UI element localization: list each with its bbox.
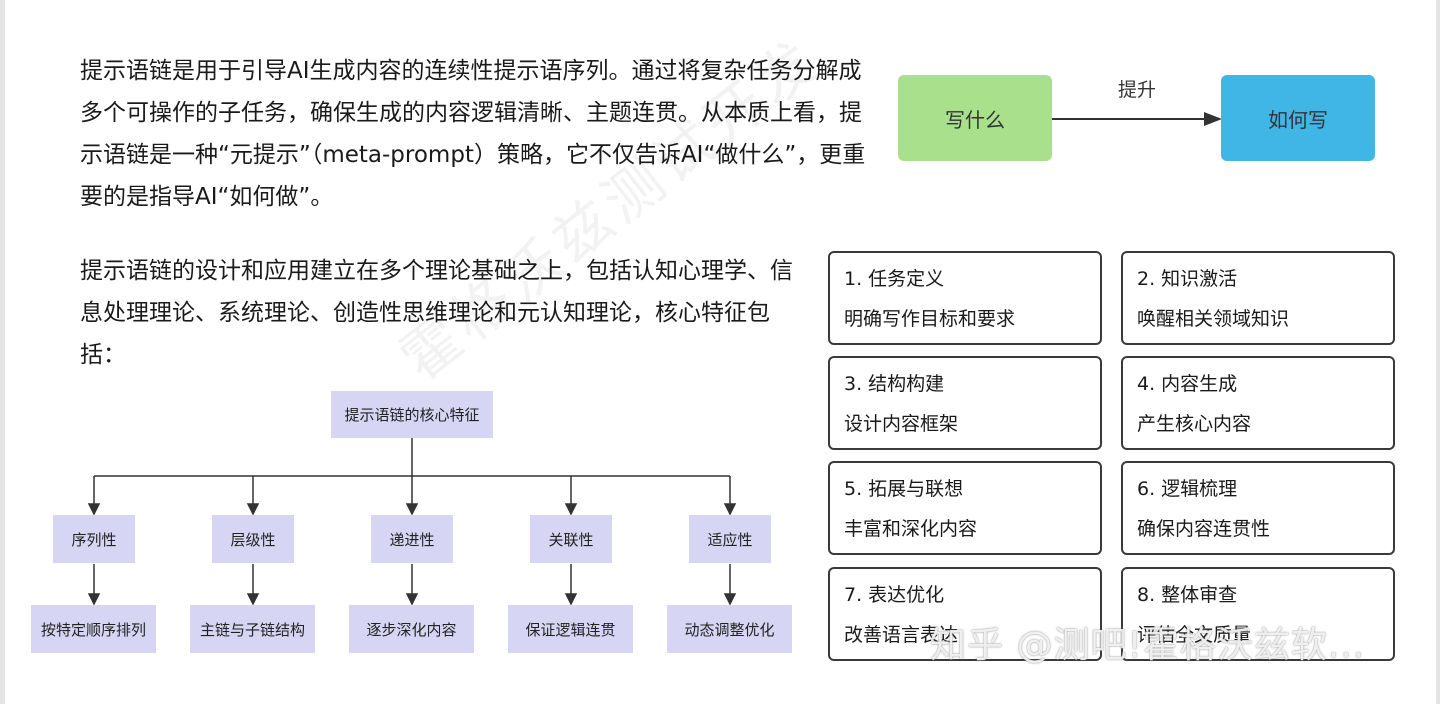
step-title: 6. 逻辑梳理	[1137, 478, 1238, 500]
step-desc: 确保内容连贯性	[1137, 518, 1271, 540]
step-title: 7. 表达优化	[844, 584, 945, 606]
step-card: 1. 任务定义 明确写作目标和要求	[828, 251, 1102, 345]
step-desc: 唤醒相关领域知识	[1137, 308, 1290, 330]
page-frame-right	[1436, 0, 1440, 704]
tree-feature-node: 层级性	[212, 515, 294, 563]
step-card: 5. 拓展与联想 丰富和深化内容	[828, 461, 1102, 555]
tree-detail-node: 动态调整优化	[667, 605, 792, 653]
tree-detail-node: 逐步深化内容	[349, 605, 474, 653]
step-title: 1. 任务定义	[844, 268, 945, 290]
step-desc: 评估全文质量	[1137, 624, 1252, 646]
zhihu-watermark: 知乎 @测吧!霍格沃兹软...	[930, 625, 1366, 666]
step-card: 7. 表达优化 改善语言表达	[828, 567, 1102, 661]
step-desc: 明确写作目标和要求	[844, 308, 1016, 330]
step-card: 4. 内容生成 产生核心内容	[1121, 356, 1395, 450]
step-desc: 产生核心内容	[1137, 413, 1252, 435]
tree-root: 提示语链的核心特征	[331, 391, 493, 438]
step-card: 8. 整体审查 评估全文质量	[1121, 567, 1395, 661]
step-card: 6. 逻辑梳理 确保内容连贯性	[1121, 461, 1395, 555]
tree-detail-node: 保证逻辑连贯	[508, 605, 633, 653]
flow-node-how-to-write: 如何写	[1221, 75, 1375, 161]
step-title: 5. 拓展与联想	[844, 478, 964, 500]
flow-arrow-label: 提升	[1117, 79, 1156, 101]
tree-detail-node: 按特定顺序排列	[31, 605, 156, 653]
step-desc: 改善语言表达	[844, 624, 959, 646]
page-frame-left	[0, 0, 5, 704]
step-title: 3. 结构构建	[844, 373, 945, 395]
tree-feature-node: 递进性	[371, 515, 453, 563]
step-desc: 丰富和深化内容	[844, 518, 978, 540]
theory-paragraph: 提示语链的设计和应用建立在多个理论基础之上，包括认知心理学、信息处理理论、系统理…	[80, 258, 793, 368]
tree-feature-node: 适应性	[689, 515, 771, 563]
intro-paragraph: 提示语链是用于引导AI生成内容的连续性提示语序列。通过将复杂任务分解成多个可操作…	[80, 58, 866, 210]
step-title: 8. 整体审查	[1137, 584, 1238, 606]
tree-feature-node: 关联性	[530, 515, 612, 563]
step-title: 4. 内容生成	[1137, 373, 1238, 395]
tree-detail-node: 主链与子链结构	[190, 605, 315, 653]
step-card: 2. 知识激活 唤醒相关领域知识	[1121, 251, 1395, 345]
tree-feature-node: 序列性	[53, 515, 135, 563]
tree-connectors	[87, 438, 737, 606]
step-card: 3. 结构构建 设计内容框架	[828, 356, 1102, 450]
step-desc: 设计内容框架	[844, 413, 959, 435]
step-title: 2. 知识激活	[1137, 268, 1238, 290]
flow-arrow	[1052, 112, 1222, 126]
flow-node-what-to-write: 写什么	[898, 75, 1052, 161]
